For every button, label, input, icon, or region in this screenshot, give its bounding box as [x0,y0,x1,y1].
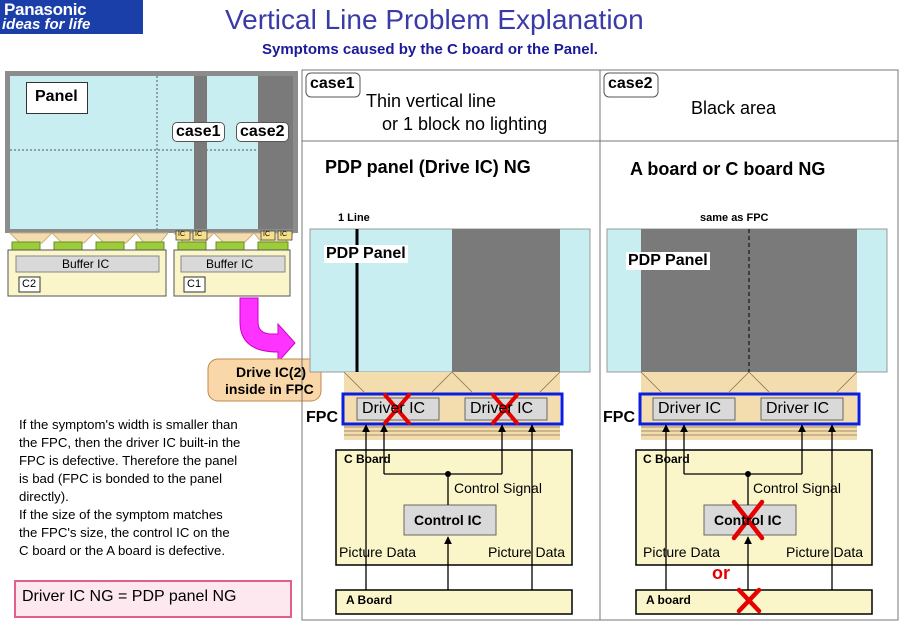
case1-fpc-highlight [341,392,564,426]
case2-c-board-label: C Board [643,452,690,466]
case1-a-board [335,589,573,615]
panasonic-logo: Panasonic ideas for life [0,0,143,34]
case1-control-ic-label: Control IC [414,512,482,528]
driver-ic-ng-text: Driver IC NG = PDP panel NG [22,588,237,605]
panel-label-box: Panel [26,82,88,114]
left-panel-diagram [5,71,322,402]
case2-dark-area [258,76,293,229]
drive-ic-callout [207,358,322,402]
left-case2-tag: case2 [236,122,289,142]
case2-or-text: or [712,563,730,583]
case2-top-note: same as FPC [700,212,769,224]
case1-picture-data-right: Picture Data [488,544,566,560]
case2-control-ic-label: Control IC [714,512,782,528]
buffer-ic-label-c2: Buffer IC [62,257,110,271]
page-subtitle: Symptoms caused by the C board or the Pa… [262,41,598,58]
case2-driver-ic-2 [760,397,844,421]
callout-line2: inside in FPC [225,381,314,397]
note-line: C board or the A board is defective. [19,543,225,558]
case1-top-note: 1 Line [338,212,370,224]
case1-fpc-label: FPC [306,409,338,426]
explanation-note: If the symptom's width is smaller than t… [19,416,281,560]
case1-picture-data-left: Picture Data [339,544,417,560]
logo-line2: ideas for life [2,16,91,33]
logo-line1: Panasonic [4,0,87,19]
case1-desc-line2: or 1 block no lighting [382,114,548,134]
note-line: If the size of the symptom matches [19,507,223,522]
case1-driver-ic-2-label: Driver IC [470,400,534,417]
buffer-ic-c1 [180,255,286,273]
page-title: Vertical Line Problem Explanation [225,4,644,35]
case1-dark-line [194,76,207,229]
case1-dark-block [452,229,560,372]
case1-control-signal: Control Signal [454,480,542,496]
case1-driver-ic-1-label: Driver IC [362,400,426,417]
note-line: the FPC, then the driver IC built-in the [19,435,241,450]
case-table-frame [301,69,899,621]
case2-heading: A board or C board NG [630,159,826,179]
note-line: the FPC's size, the control IC on the [19,525,230,540]
case2-driver-ic-1 [652,397,736,421]
note-line: FPC is defective. Therefore the panel [19,453,238,468]
case2-driver-ic-2-label: Driver IC [766,400,830,417]
case2-pdp-panel-label: PDP Panel [626,252,710,270]
case1-a-board-label: A Board [346,593,393,607]
case1-desc-line1: Thin vertical line [366,91,497,111]
case2-picture-data-right: Picture Data [786,544,864,560]
ic-label-4: IC [280,231,287,238]
callout-line1: Drive IC(2) [236,364,307,380]
magenta-arrow [239,297,296,364]
case2-a-board-label: A board [646,593,691,607]
driver-ic-ng-box: Driver IC NG = PDP panel NG [14,580,292,618]
case2-picture-data-left: Picture Data [643,544,721,560]
buffer-ic-label-c1: Buffer IC [206,257,254,271]
ic-label-3: IC [263,231,270,238]
case1-c-board-label: C Board [344,452,391,466]
case2-desc: Black area [691,98,777,118]
case2-tag: case2 [608,75,653,92]
ic-label-1: IC [178,231,185,238]
c1-label: C1 [187,278,202,290]
note-line: If the symptom's width is smaller than [19,417,238,432]
note-line: is bad (FPC is bonded to the panel [19,471,223,486]
ic-label-2: IC [195,231,202,238]
panel-label: Panel [35,88,78,105]
case1-tag: case1 [310,75,355,92]
case1-control-ic [403,504,497,536]
case2-fpc-label: FPC [603,409,635,426]
c2-label: C2 [22,278,37,290]
case2-fpc-highlight [638,392,861,426]
buffer-ic-c2 [15,255,160,273]
case1-pdp-panel-label: PDP Panel [324,245,408,263]
case2-control-signal: Control Signal [753,480,841,496]
left-case1-tag: case1 [172,122,225,142]
note-line: directly). [19,489,69,504]
case1-heading: PDP panel (Drive IC) NG [325,157,531,177]
case2-driver-ic-1-label: Driver IC [658,400,722,417]
